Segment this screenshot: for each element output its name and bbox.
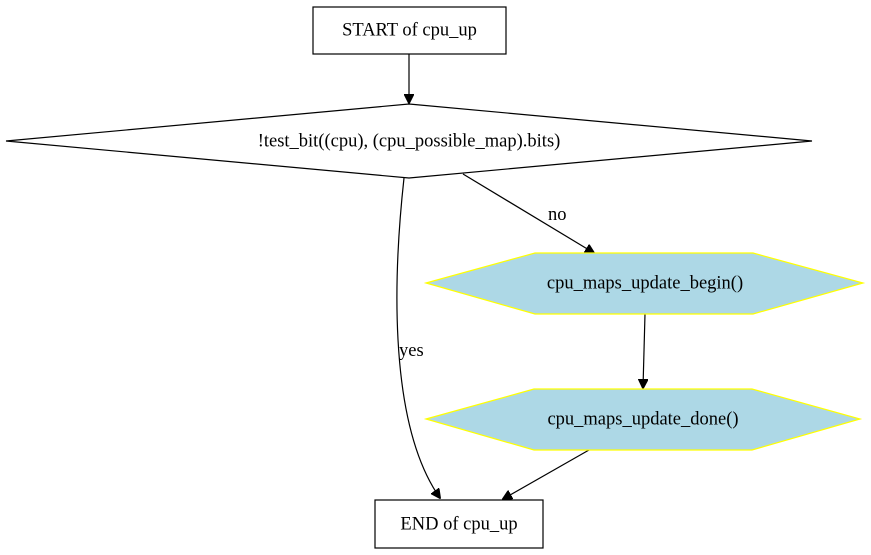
- condition-node: !test_bit((cpu), (cpu_possible_map).bits…: [5, 103, 813, 179]
- edge-label-no: no: [548, 205, 567, 225]
- edge-condition-yes: yes: [396, 177, 440, 498]
- maps-begin-node-label: cpu_maps_update_begin(): [547, 273, 743, 293]
- edge-done-to-end: [503, 449, 590, 499]
- edge-label-yes: yes: [399, 341, 424, 361]
- end-node: END of cpu_up: [374, 499, 544, 549]
- end-node-label: END of cpu_up: [400, 514, 517, 534]
- edge-condition-no: no: [462, 173, 594, 253]
- maps-done-node: cpu_maps_update_done(): [423, 388, 863, 451]
- maps-begin-node: cpu_maps_update_begin(): [423, 252, 866, 315]
- edge-begin-to-done: [643, 313, 645, 388]
- start-node-label: START of cpu_up: [342, 20, 477, 40]
- start-node: START of cpu_up: [312, 6, 507, 55]
- maps-done-node-label: cpu_maps_update_done(): [547, 409, 738, 429]
- condition-node-label: !test_bit((cpu), (cpu_possible_map).bits…: [258, 131, 561, 151]
